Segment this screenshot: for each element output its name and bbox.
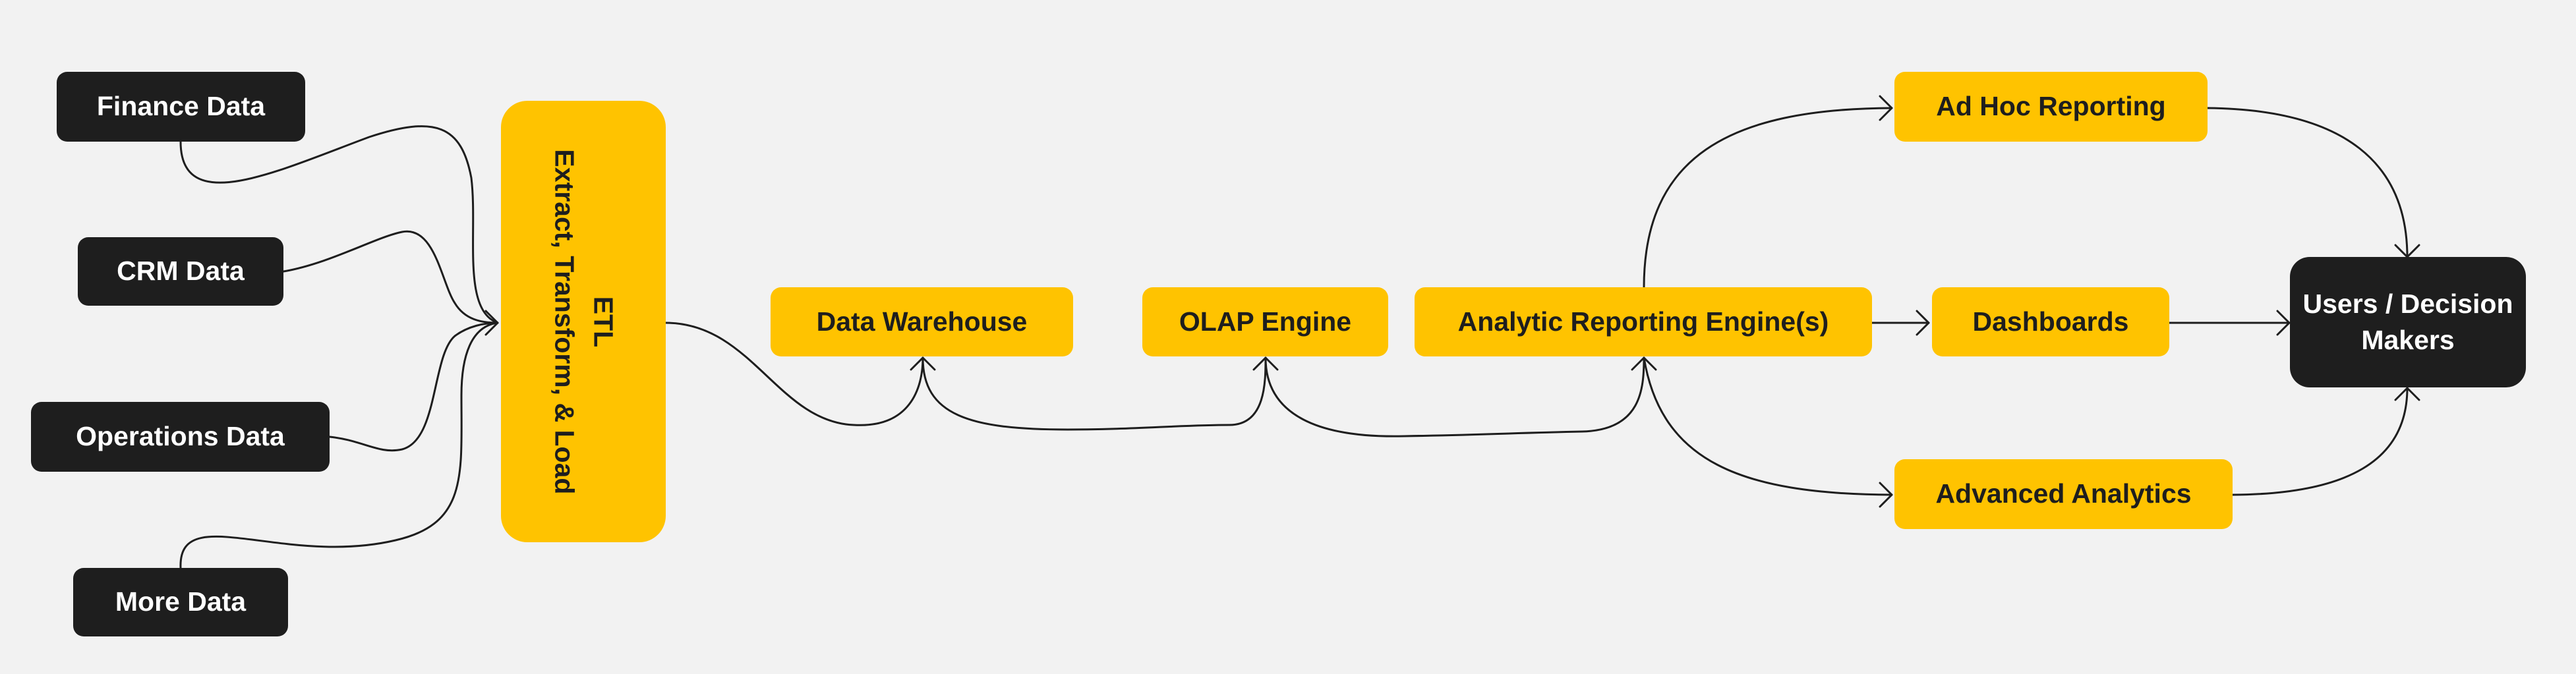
edge-reporting-to-adhoc xyxy=(1643,107,1893,289)
advanced-analytics-node: Advanced Analytics xyxy=(1894,459,2233,529)
edge-reporting-to-advanced xyxy=(1643,356,1893,496)
olap-engine-label: OLAP Engine xyxy=(1179,306,1352,337)
analytic-reporting-engine-node: Analytic Reporting Engine(s) xyxy=(1415,287,1872,356)
edge-warehouse-to-olap xyxy=(922,356,1267,431)
edge-finance-to-etl xyxy=(179,125,499,324)
advanced-analytics-label: Advanced Analytics xyxy=(1935,478,2192,509)
olap-engine-node: OLAP Engine xyxy=(1142,287,1388,356)
finance-data-label: Finance Data xyxy=(96,91,266,122)
edge-advanced-to-users xyxy=(2231,387,2409,496)
etl-text: ETL Extract, Transform, & Load xyxy=(544,149,623,494)
edge-olap-to-reporting xyxy=(1264,356,1645,437)
arrowhead-users-bottom xyxy=(2394,387,2420,401)
arrowhead-advanced xyxy=(1879,482,1893,508)
dashboards-label: Dashboards xyxy=(1972,306,2129,337)
ad-hoc-reporting-node: Ad Hoc Reporting xyxy=(1894,72,2208,142)
etl-title: ETL xyxy=(588,296,619,347)
ad-hoc-reporting-label: Ad Hoc Reporting xyxy=(1936,91,2166,122)
edge-operations-to-etl xyxy=(328,322,499,452)
users-decision-makers-node: Users / Decision Makers xyxy=(2290,257,2526,387)
edge-crm-to-etl xyxy=(282,230,499,324)
edge-etl-to-warehouse xyxy=(664,322,924,426)
arrowhead-adhoc xyxy=(1879,95,1893,121)
crm-data-node: CRM Data xyxy=(78,237,283,306)
arrowhead-users-left xyxy=(2276,310,2291,336)
etl-subtitle: Extract, Transform, & Load xyxy=(549,148,580,495)
analytic-reporting-engine-label: Analytic Reporting Engine(s) xyxy=(1457,306,1829,337)
data-warehouse-node: Data Warehouse xyxy=(771,287,1073,356)
edge-adhoc-to-users xyxy=(2206,107,2409,258)
arrowhead-etl xyxy=(484,310,499,336)
more-data-label: More Data xyxy=(115,586,247,617)
operations-data-node: Operations Data xyxy=(31,402,330,472)
finance-data-node: Finance Data xyxy=(57,72,305,142)
etl-node: ETL Extract, Transform, & Load xyxy=(501,101,666,542)
operations-data-label: Operations Data xyxy=(76,421,285,452)
users-decision-makers-label: Users / Decision Makers xyxy=(2302,288,2513,355)
edge-more-to-etl xyxy=(179,322,499,569)
arrowhead-dashboards xyxy=(1916,310,1930,336)
data-warehouse-label: Data Warehouse xyxy=(816,306,1028,337)
crm-data-label: CRM Data xyxy=(117,256,245,287)
dashboards-node: Dashboards xyxy=(1932,287,2169,356)
more-data-node: More Data xyxy=(73,568,288,636)
